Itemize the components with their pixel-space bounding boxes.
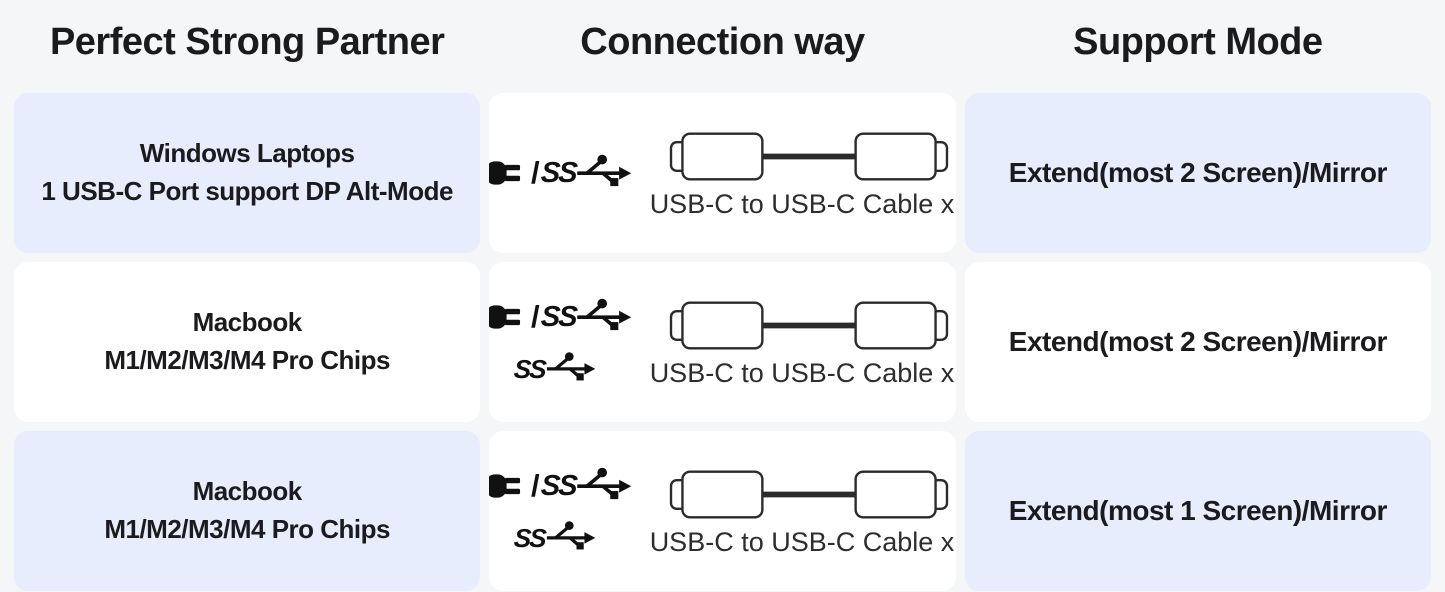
usb-trident-icon — [577, 298, 632, 331]
usb-c-cable-illustration — [670, 300, 949, 350]
superspeed-usb-icon: SS — [539, 153, 633, 193]
usb-c-cable-illustration — [670, 469, 949, 519]
superspeed-usb-icon: SS — [512, 520, 596, 556]
superspeed-label: SS — [512, 522, 546, 553]
superspeed-usb-icon: SS — [512, 351, 596, 387]
support-mode-text: Extend(most 2 Screen)/Mirror — [1008, 326, 1388, 357]
superspeed-label: SS — [539, 300, 577, 333]
power-plug-icon — [489, 305, 521, 329]
power-plug-icon — [489, 161, 521, 185]
connection-icons: /SS — [489, 153, 633, 193]
partner-line: M1/M2/M3/M4 Pro Chips — [104, 514, 390, 544]
icon-line: SS — [512, 351, 596, 387]
cable-box: USB-C to USB-C Cable x1 — [650, 296, 956, 389]
partner-card: Windows Laptops 1 USB-C Port support DP A… — [14, 93, 481, 253]
separator-slash: / — [531, 155, 540, 190]
cable-label: USB-C to USB-C Cable x1 — [649, 357, 956, 388]
superspeed-label: SS — [512, 353, 546, 384]
partner-line: 1 USB-C Port support DP Alt-Mode — [41, 176, 453, 206]
superspeed-label: SS — [539, 469, 577, 502]
usb-trident-icon — [546, 352, 595, 381]
column-header-partner-label: Perfect Strong Partner — [49, 20, 445, 63]
support-card: Extend(most 2 Screen)/Mirror — [964, 262, 1431, 422]
cable-label: USB-C to USB-C Cable x1 — [649, 188, 956, 219]
icon-line: /SS — [489, 466, 632, 506]
support-mode-text: Extend(most 1 Screen)/Mirror — [1008, 495, 1388, 526]
support-card: Extend(most 2 Screen)/Mirror — [964, 93, 1431, 253]
icon-line: /SS — [489, 297, 632, 337]
connection-content: /SS USB-C to USB-C Cable x1 — [489, 127, 956, 220]
connection-card: /SS USB-C to USB-C Cable x1 — [489, 93, 956, 253]
usb-trident-icon — [577, 154, 632, 187]
usb-trident-icon — [577, 467, 632, 500]
icon-line: /SS — [489, 153, 632, 193]
column-header-partner: Perfect Strong Partner — [14, 0, 480, 84]
icon-line: SS — [512, 520, 596, 556]
power-plug-icon — [489, 474, 521, 498]
superspeed-label: SS — [539, 156, 577, 189]
column-header-support: Support Mode — [965, 0, 1431, 84]
separator-slash: / — [531, 299, 540, 334]
partner-line: Macbook — [192, 476, 303, 507]
cable-label: USB-C to USB-C Cable x1 — [649, 526, 956, 557]
partner-line: Macbook — [192, 307, 303, 338]
usb-c-cable-illustration — [670, 131, 949, 181]
cable-box: USB-C to USB-C Cable x1 — [650, 127, 956, 220]
column-header-connection-label: Connection way — [580, 20, 865, 63]
cable-box: USB-C to USB-C Cable x1 — [650, 465, 956, 558]
partner-lines: Windows Laptops 1 USB-C Port support DP A… — [41, 135, 453, 210]
superspeed-usb-icon: SS — [539, 466, 633, 506]
partner-line: M1/M2/M3/M4 Pro Chips — [104, 345, 390, 375]
partner-line: Windows Laptops — [139, 138, 355, 169]
support-mode-text: Extend(most 2 Screen)/Mirror — [1008, 157, 1388, 188]
column-header-connection: Connection way — [489, 0, 955, 84]
column-header-support-label: Support Mode — [1073, 20, 1323, 63]
separator-slash: / — [531, 468, 540, 503]
superspeed-usb-icon: SS — [539, 297, 633, 337]
usb-trident-icon — [546, 521, 595, 550]
support-card: Extend(most 1 Screen)/Mirror — [964, 431, 1431, 591]
